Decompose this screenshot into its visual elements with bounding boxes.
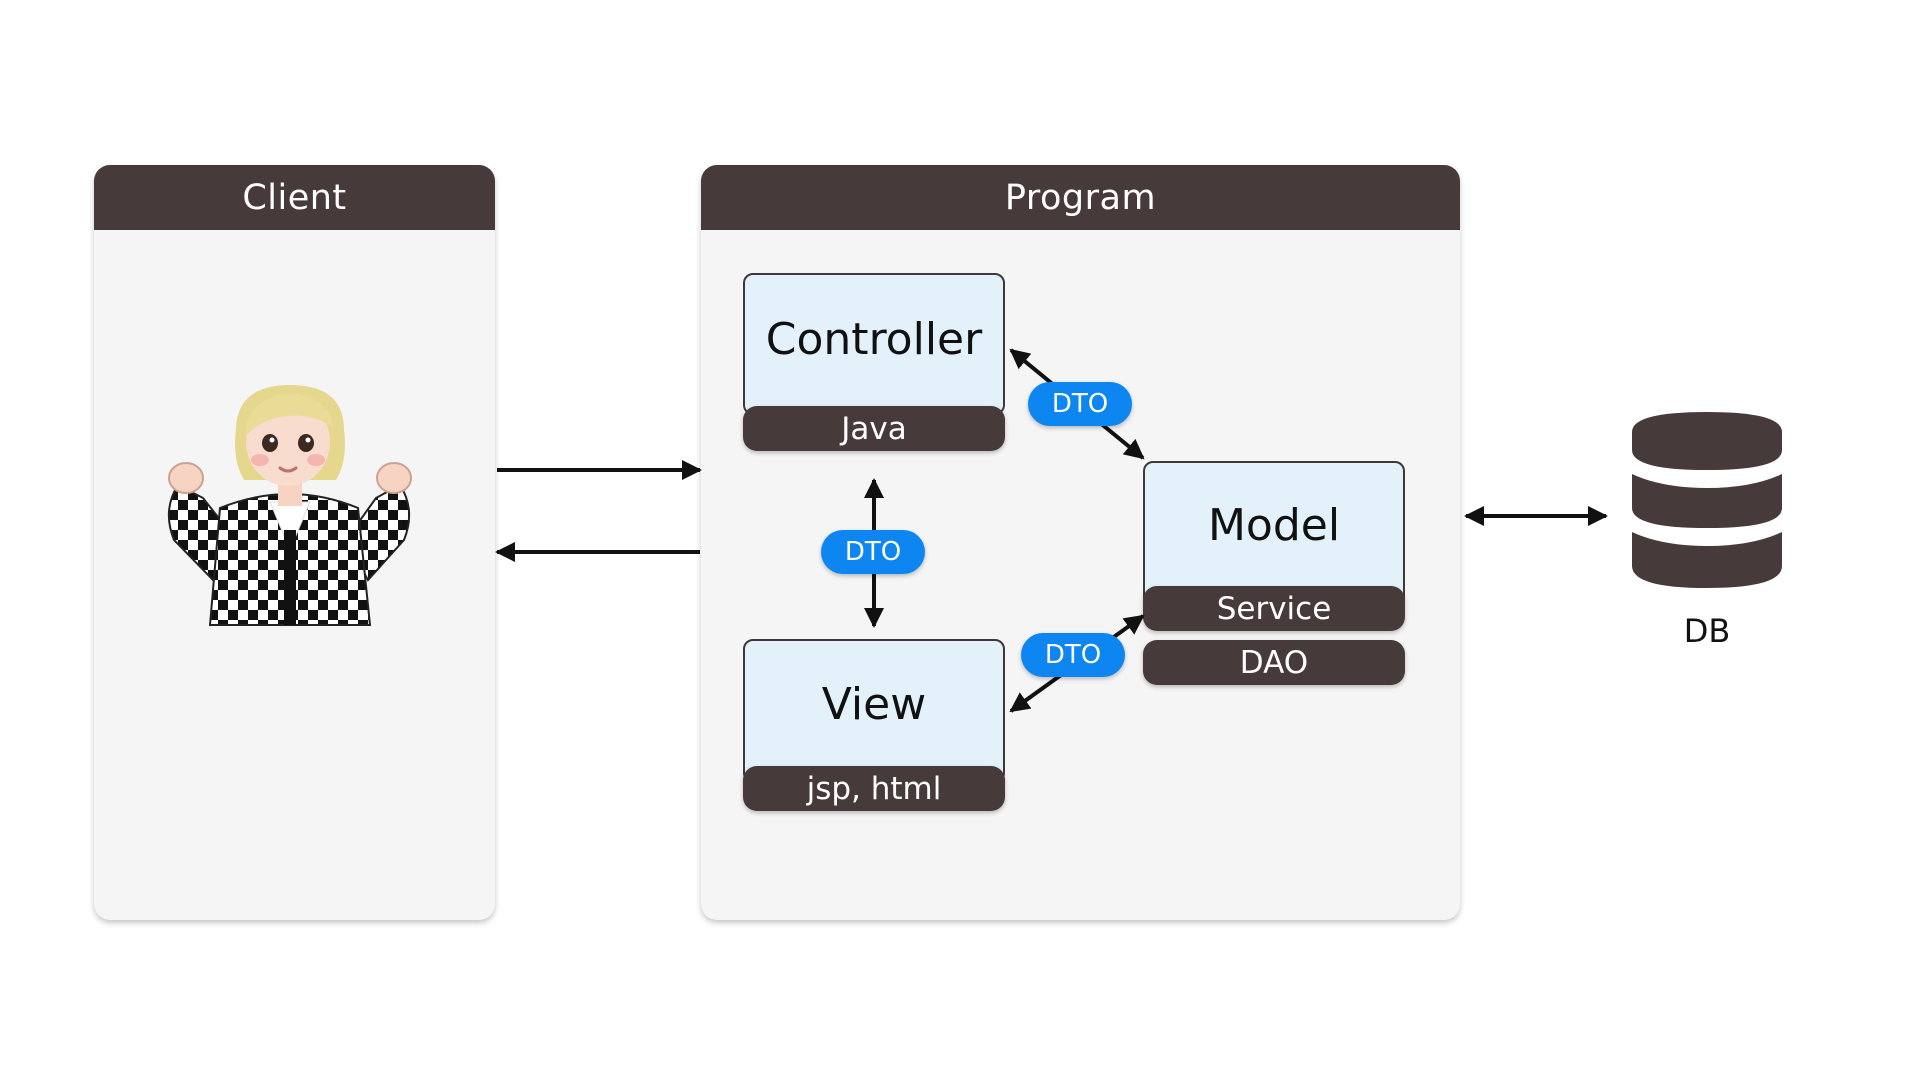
controller-component: Controller Java (743, 273, 1005, 451)
view-tech-label: jsp, html (743, 766, 1005, 811)
user-avatar-icon (167, 385, 412, 626)
view-title: View (743, 639, 1005, 783)
model-dao-label: DAO (1143, 640, 1405, 685)
model-title: Model (1143, 461, 1405, 607)
view-component: View jsp, html (743, 639, 1005, 811)
dto-badge-controller-model: DTO (1028, 382, 1132, 426)
dto-badge-controller-view: DTO (821, 530, 925, 574)
controller-title: Controller (743, 273, 1005, 415)
dto-badge-view-model: DTO (1021, 633, 1125, 677)
client-panel-title: Client (94, 165, 495, 230)
database-icon (1632, 412, 1782, 588)
controller-tech-label: Java (743, 406, 1005, 451)
model-service-label: Service (1143, 586, 1405, 631)
model-component: Model Service (1143, 461, 1405, 635)
db-label: DB (1683, 612, 1731, 650)
program-panel-title: Program (701, 165, 1460, 230)
client-panel: Client (94, 165, 495, 920)
